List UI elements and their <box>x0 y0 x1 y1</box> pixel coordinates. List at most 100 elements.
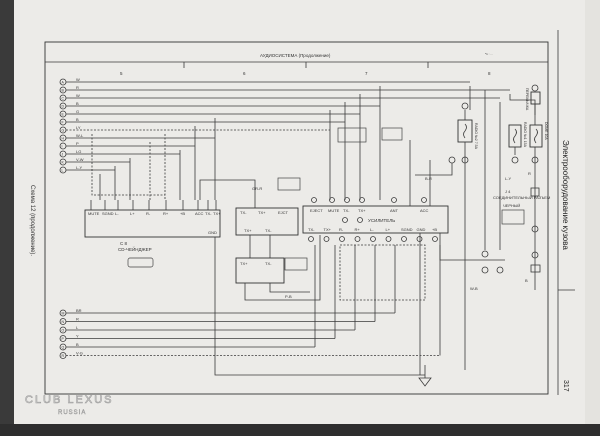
cd-pin: R+ <box>163 211 169 216</box>
connector-icon <box>284 257 308 271</box>
amp-top-pin: TX+ <box>358 208 366 213</box>
wire-color-label: B <box>76 342 79 347</box>
cd-pin: TX- <box>205 211 212 216</box>
ground-symbol <box>418 365 432 387</box>
wire-label: P-B <box>285 294 292 299</box>
intermediate-unit: TX- TX+ EJCT TX+ TX- TX+ TX- GR-R P-B <box>199 177 321 301</box>
fuse-dome <box>529 124 543 148</box>
wire-color-label: R <box>76 85 79 90</box>
connector-id: D <box>62 104 65 108</box>
cd-pin: SGND <box>102 211 114 216</box>
wire-bundle <box>91 86 536 250</box>
wire-label: W-B <box>470 286 478 291</box>
scan-edge-bottom <box>0 424 600 436</box>
wire-label: B-R <box>425 176 432 181</box>
cd-gnd-pin: GND <box>208 230 217 235</box>
amp-bottom-pin: +B <box>432 227 437 232</box>
wire-color-label: LG <box>76 149 81 154</box>
fuse-block: RADIO №2 7.5A RADIO №1 15A DOME 10A ПЕРЕ… <box>415 84 548 370</box>
wire-color-label: W-L <box>76 133 84 138</box>
wire-label: R <box>528 171 531 176</box>
connector-id: Q <box>62 345 65 349</box>
mid-pin: TX- <box>240 210 247 215</box>
wire-color-label: W <box>76 77 80 82</box>
amp-bottom-pin: R- <box>339 227 344 232</box>
connector-id: C <box>62 96 65 100</box>
fuse-label: RADIO №1 15A <box>523 122 527 148</box>
amp-top-pin: ANT <box>390 208 399 213</box>
junction-connector: J 4 СОЕДИНИТЕЛЬНЫЙ РАЗЪЕМ ЧЕРНЫЙ <box>493 189 550 225</box>
connector-id: I <box>62 144 63 148</box>
wire-color-label: L-Y <box>76 165 83 170</box>
wire-color-label: B <box>76 117 79 122</box>
connector-id: G <box>62 128 65 132</box>
amp-connector-icon <box>337 127 367 143</box>
amp-top-pin: EJECT <box>310 208 323 213</box>
junction-connector-icon <box>501 209 525 225</box>
wire-color-label: BR <box>76 308 82 313</box>
connector-id: H <box>62 136 65 140</box>
wire-label: L-Y <box>505 176 512 181</box>
column-8: 8 <box>488 71 491 76</box>
connector-id: O <box>62 328 65 332</box>
connector-id: K <box>62 160 65 164</box>
svg-text:CLUB LEXUS: CLUB LEXUS <box>25 394 113 406</box>
cd-pin: L- <box>115 211 119 216</box>
right-caption: Электрооборудование кузова <box>561 140 570 250</box>
mid-pin: TX+ <box>258 210 266 215</box>
wire-color-label: W <box>76 93 80 98</box>
page-number: 317 <box>562 380 569 392</box>
connector-id: A <box>62 80 65 84</box>
wire-color-label: P <box>76 141 79 146</box>
wire-label: GR-R <box>252 186 262 191</box>
amp-top-pin: MUTE <box>328 208 340 213</box>
header-note: *1 : ... <box>485 52 493 56</box>
cd-pin: +B <box>180 211 185 216</box>
wire-color-label: V-G <box>76 351 83 356</box>
cd-changer-code: C 8 <box>120 241 128 246</box>
amp-bottom-pin: SGND <box>401 227 413 232</box>
connector-id: L <box>62 168 64 172</box>
wire-color-label: G <box>76 109 79 114</box>
amp-connector-icon <box>381 127 403 141</box>
scan-edge-left <box>0 0 14 436</box>
column-7: 7 <box>365 71 368 76</box>
header-title: АУДИОСИСТЕМА (Продолжение) <box>260 53 331 58</box>
cd-changer-name: CD-ЧЕЙНДЖЕР <box>118 245 152 252</box>
wire-color-label: B <box>76 101 79 106</box>
left-caption: Схема 12 (продолжение). <box>29 185 35 256</box>
column-6: 6 <box>243 71 246 76</box>
jumper <box>530 91 541 105</box>
connector-id: N <box>62 320 65 324</box>
fuse-label: RADIO №2 7.5A <box>474 123 478 150</box>
wire-color-label: V-W <box>76 157 84 162</box>
column-5: 5 <box>120 71 123 76</box>
junction-name: СОЕДИНИТЕЛЬНЫЙ РАЗЪЕМ <box>493 195 550 200</box>
cd-connector-icon <box>127 257 154 268</box>
amp-bottom-pin: TX+ <box>324 227 332 232</box>
connector-id: R <box>62 354 65 358</box>
cd-pin: L+ <box>130 211 135 216</box>
mid-pin: EJCT <box>278 210 289 215</box>
amp-bottom-pin: GND <box>417 227 426 232</box>
connector-id: B <box>62 88 65 92</box>
amp-top-pin: ACC <box>420 208 429 213</box>
fuse-label: DOME 10A <box>544 122 548 140</box>
wire-color-label: Y <box>76 334 79 339</box>
connector-icon <box>277 177 301 191</box>
amp-bottom-pin: L+ <box>386 227 391 232</box>
amp-bottom-pin: L- <box>370 227 374 232</box>
jumper-label: ПЕРЕМЫЧКА <box>525 88 529 111</box>
mid-pin: TX+ <box>244 228 252 233</box>
junction-code: J 4 <box>505 189 511 194</box>
connector-id: M <box>62 311 65 315</box>
amplifier-name: УСИЛИТЕЛЬ <box>368 218 395 223</box>
cd-pin: TX+ <box>213 211 221 216</box>
wire-label: B <box>525 278 528 283</box>
junction-color: ЧЕРНЫЙ <box>503 203 520 208</box>
cd-pin: MUTE <box>88 211 100 216</box>
